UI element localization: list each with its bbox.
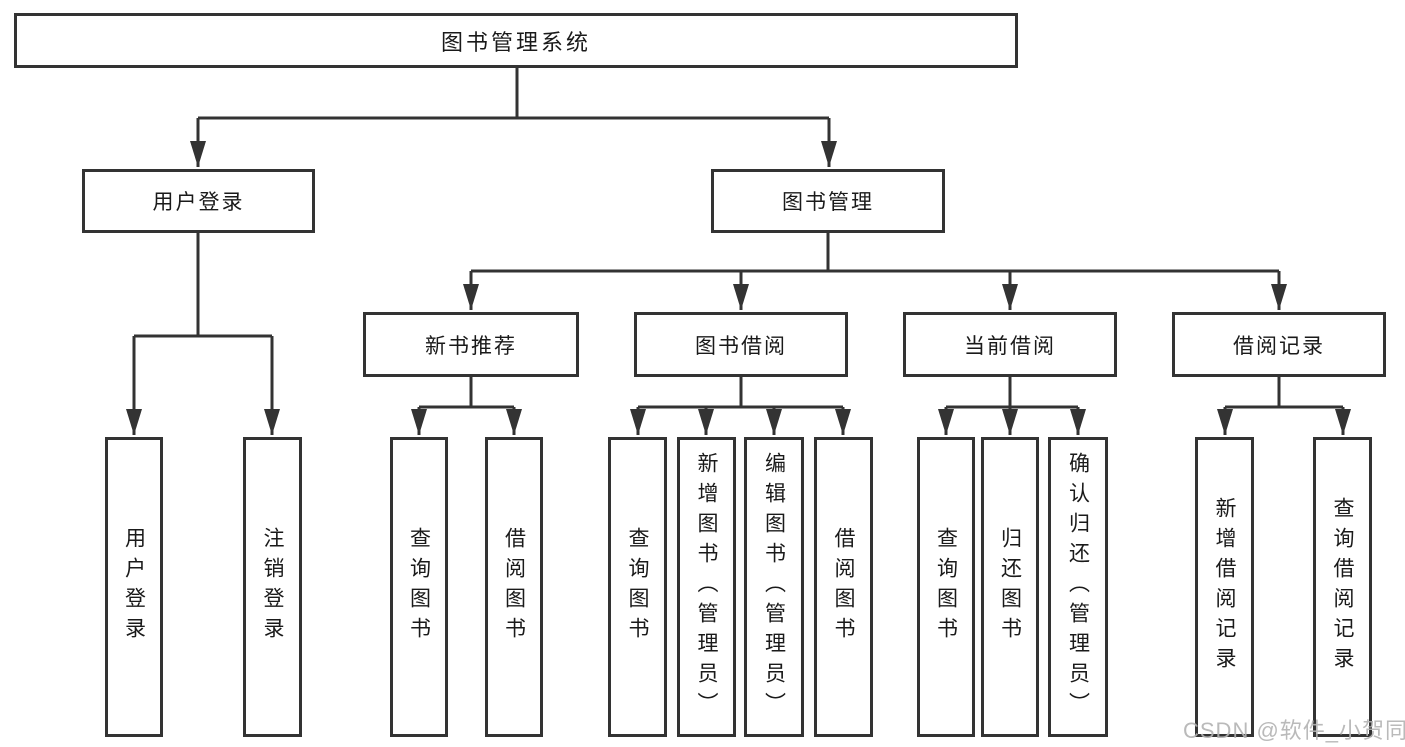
leaf-borrow-borrow-book: 借阅图书 (814, 437, 873, 737)
node-book-borrow: 图书借阅 (634, 312, 848, 377)
leaf-record-query-record: 查询借阅记录 (1313, 437, 1372, 737)
leaf-borrow-query-book: 查询图书 (608, 437, 667, 737)
leaf-borrow-edit-book-admin: 编辑图书（管理员） (744, 437, 804, 737)
leaf-borrow-add-book-admin: 新增图书（管理员） (677, 437, 736, 737)
leaf-current-confirm-return-admin: 确认归还（管理员） (1048, 437, 1108, 737)
node-root: 图书管理系统 (14, 13, 1018, 68)
node-book-management: 图书管理 (711, 169, 945, 233)
leaf-newbook-query-book: 查询图书 (390, 437, 448, 737)
leaf-newbook-borrow-book: 借阅图书 (485, 437, 543, 737)
csdn-watermark: CSDN @软件_小贺同学 (1183, 718, 1405, 743)
leaf-user-login: 用户登录 (105, 437, 163, 737)
leaf-current-query-book: 查询图书 (917, 437, 975, 737)
node-current-borrow: 当前借阅 (903, 312, 1117, 377)
node-user-login: 用户登录 (82, 169, 315, 233)
leaf-current-return-book: 归还图书 (981, 437, 1039, 737)
node-new-book-recommend: 新书推荐 (363, 312, 579, 377)
leaf-record-add-record: 新增借阅记录 (1195, 437, 1254, 737)
leaf-logout: 注销登录 (243, 437, 302, 737)
node-borrow-record: 借阅记录 (1172, 312, 1386, 377)
